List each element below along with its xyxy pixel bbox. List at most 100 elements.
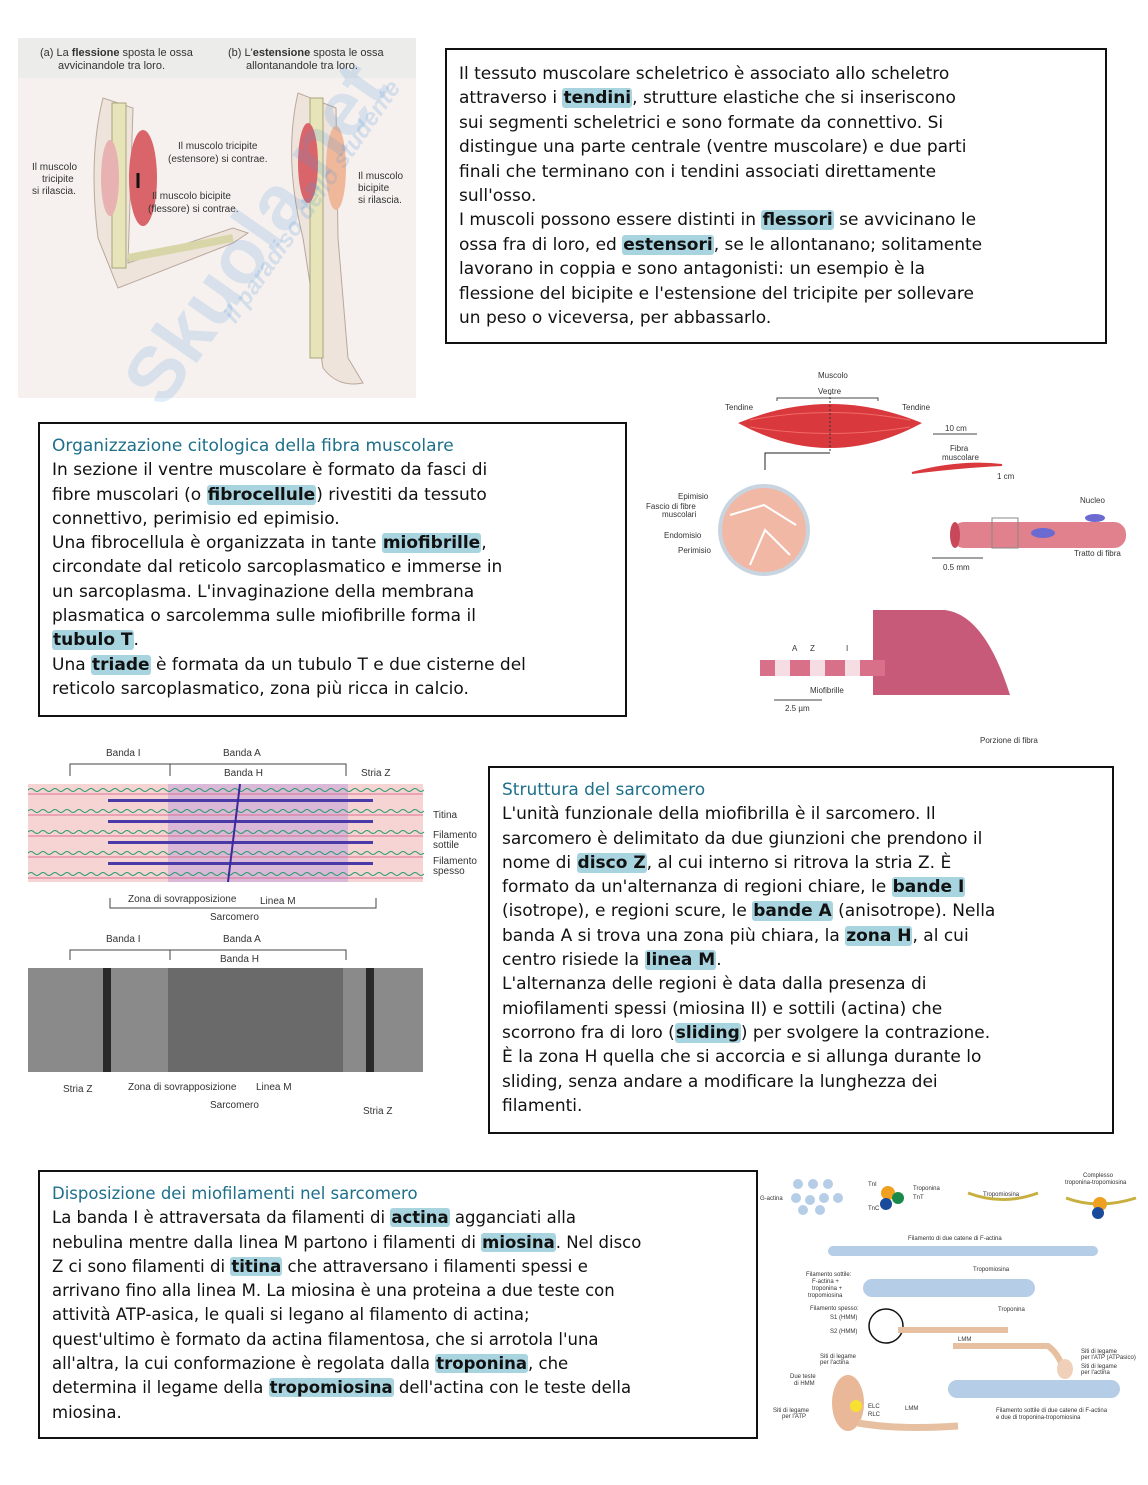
svg-text:si rilascia.: si rilascia.: [32, 186, 76, 197]
text-segment: Il tessuto muscolare scheletrico è assoc…: [459, 64, 950, 84]
svg-text:Il muscolo bicipite: Il muscolo bicipite: [152, 191, 231, 202]
svg-text:Miofibrille: Miofibrille: [810, 686, 844, 695]
svg-text:0.5 mm: 0.5 mm: [943, 563, 970, 572]
text-segment: È la zona H quella che si accorcia e si …: [502, 1047, 982, 1068]
text-line: quest'ultimo è formato da actina filamen…: [52, 1328, 744, 1352]
text-line: ossa fra di loro, ed estensori, se le al…: [459, 233, 1093, 257]
highlighted-term: sliding: [674, 1022, 741, 1043]
svg-text:Complesso: Complesso: [1083, 1173, 1114, 1179]
svg-text:Muscolo: Muscolo: [818, 371, 848, 380]
svg-text:Il muscolo: Il muscolo: [32, 162, 77, 173]
text-segment: quest'ultimo è formato da actina filamen…: [52, 1329, 599, 1349]
svg-text:si rilascia.: si rilascia.: [358, 195, 402, 206]
svg-text:sottile: sottile: [433, 840, 460, 851]
svg-text:Siti di legame: Siti di legame: [820, 1354, 857, 1360]
svg-text:tropomiosina: tropomiosina: [808, 1293, 843, 1299]
svg-text:Banda H: Banda H: [220, 954, 259, 965]
svg-text:Tropomiosina: Tropomiosina: [973, 1267, 1010, 1273]
text-segment: La banda I è attraversata da filamenti d…: [52, 1208, 391, 1228]
text-segment: arrivano fino alla linea M. La miosina è…: [52, 1281, 615, 1301]
text-line: un sarcoplasma. L'invaginazione della me…: [52, 580, 613, 604]
svg-text:Perimisio: Perimisio: [678, 546, 711, 555]
muscle-structure-figure: Muscolo Ventre Tendine Tendine 10 cm Fib…: [640, 365, 1140, 745]
text-segment: attività ATP-asica, le quali si legano a…: [52, 1305, 530, 1325]
svg-text:LMM: LMM: [958, 1337, 971, 1343]
text-segment: all'altra, la cui conformazione è regola…: [52, 1354, 436, 1374]
svg-text:Nucleo: Nucleo: [1080, 496, 1105, 505]
section-title: Disposizione dei miofilamenti nel sarcom…: [52, 1184, 418, 1203]
svg-text:TnI: TnI: [868, 1182, 877, 1188]
text-segment: .: [133, 630, 139, 651]
text-line: nome di disco Z, al cui interno si ritro…: [502, 851, 1100, 875]
text-line: finali che terminano con i tendini assoc…: [459, 160, 1093, 184]
text-box-cytologic-organization: Organizzazione citologica della fibra mu…: [38, 422, 627, 717]
paragraph: L'unità funzionale della miofibrilla è i…: [502, 802, 1100, 1118]
thin-filament: [27, 788, 425, 792]
text-segment: che attraversano i filamenti spessi e: [282, 1256, 588, 1276]
svg-text:troponina-tropomiosina: troponina-tropomiosina: [1065, 1180, 1127, 1186]
text-line: L'unità funzionale della miofibrilla è i…: [502, 802, 1100, 826]
text-line: nebulina mentre dalla linea M partono i …: [52, 1231, 744, 1255]
text-line: In sezione il ventre muscolare è formato…: [52, 458, 613, 482]
svg-text:LMM: LMM: [905, 1406, 918, 1412]
text-segment: finali che terminano con i tendini assoc…: [459, 161, 937, 182]
text-line: L'alternanza delle regioni è data dalla …: [502, 972, 1100, 996]
text-segment: ,: [481, 533, 487, 554]
svg-text:(b) L'estensione sposta le oss: (b) L'estensione sposta le ossa: [228, 47, 384, 59]
svg-text:Ventre: Ventre: [818, 387, 842, 396]
highlighted-term: tubulo T: [52, 630, 134, 651]
svg-text:muscolare: muscolare: [942, 453, 979, 462]
text-line: filamenti.: [502, 1094, 1100, 1118]
text-segment: sui segmenti scheletrici e sono formate …: [459, 112, 944, 133]
muscle-hierarchy-illustration: Muscolo Ventre Tendine Tendine 10 cm Fib…: [646, 371, 1126, 745]
text-line: La banda I è attraversata da filamenti d…: [52, 1206, 744, 1230]
svg-text:bicipite: bicipite: [358, 183, 390, 194]
highlighted-term: titina: [230, 1256, 283, 1276]
text-line: tubulo T.: [52, 628, 613, 652]
text-line: centro risiede la linea M.: [502, 948, 1100, 972]
highlighted-term: zona H: [845, 925, 913, 946]
text-line: I muscoli possono essere distinti in fle…: [459, 208, 1093, 232]
text-line: scorrono fra di loro (sliding) per svolg…: [502, 1021, 1100, 1045]
svg-text:spesso: spesso: [433, 866, 465, 877]
text-segment: un peso o viceversa, per abbassarlo.: [459, 308, 772, 329]
thin-filament: [27, 809, 425, 813]
text-line: flessione del bicipite e l'estensione de…: [459, 282, 1093, 306]
text-line: attività ATP-asica, le quali si legano a…: [52, 1303, 744, 1327]
svg-text:Sarcomero: Sarcomero: [210, 912, 259, 923]
svg-text:Banda H: Banda H: [224, 768, 263, 779]
text-line: distingue una parte centrale (ventre mus…: [459, 135, 1093, 159]
section-title: Struttura del sarcomero: [502, 780, 706, 800]
text-line: sull'osso.: [459, 184, 1093, 208]
text-segment: Z ci sono filamenti di: [52, 1256, 231, 1276]
text-line: Una triade è formata da un tubulo T e du…: [52, 653, 613, 677]
text-line: sarcomero è delimitato da due giunzioni …: [502, 827, 1100, 851]
text-segment: agganciati alla: [449, 1208, 576, 1228]
text-line: sliding, senza andare a modificare la lu…: [502, 1070, 1100, 1094]
svg-text:per l'actina: per l'actina: [820, 1360, 849, 1366]
highlighted-term: disco Z: [576, 852, 647, 873]
svg-text:per l'ATP: per l'ATP: [782, 1414, 806, 1420]
svg-text:Troponina: Troponina: [998, 1307, 1025, 1313]
text-segment: centro risiede la: [502, 950, 645, 971]
text-line: È la zona H quella che si accorcia e si …: [502, 1045, 1100, 1069]
highlighted-term: miofibrille: [381, 533, 482, 554]
svg-text:(a) La flessione sposta le oss: (a) La flessione sposta le ossa: [40, 47, 194, 59]
text-line: un peso o viceversa, per abbassarlo.: [459, 306, 1093, 330]
highlighted-term: troponina: [435, 1354, 529, 1374]
text-segment: circondate dal reticolo sarcoplasmatico …: [52, 557, 503, 578]
highlighted-term: linea M: [644, 950, 717, 971]
svg-text:Il muscolo tricipite: Il muscolo tricipite: [178, 141, 258, 152]
text-segment: filamenti.: [502, 1095, 583, 1116]
svg-text:Il muscolo: Il muscolo: [358, 171, 403, 182]
thin-thick-filament-figure: G-actina TnI Troponina TnT TnC Tropomios…: [758, 1168, 1146, 1446]
text-segment: , al cui interno si ritrova la stria Z. …: [646, 852, 952, 873]
text-segment: miofilamenti spessi (miosina II) e sotti…: [502, 998, 943, 1019]
svg-text:Stria Z: Stria Z: [363, 1106, 392, 1117]
svg-text:Fibra: Fibra: [950, 444, 969, 453]
svg-text:1 cm: 1 cm: [997, 472, 1015, 481]
text-line: determina il legame della tropomiosina d…: [52, 1376, 744, 1400]
svg-text:RLC: RLC: [868, 1412, 881, 1418]
svg-text:Siti di legame: Siti di legame: [1081, 1349, 1118, 1355]
text-segment: ossa fra di loro, ed: [459, 234, 623, 255]
